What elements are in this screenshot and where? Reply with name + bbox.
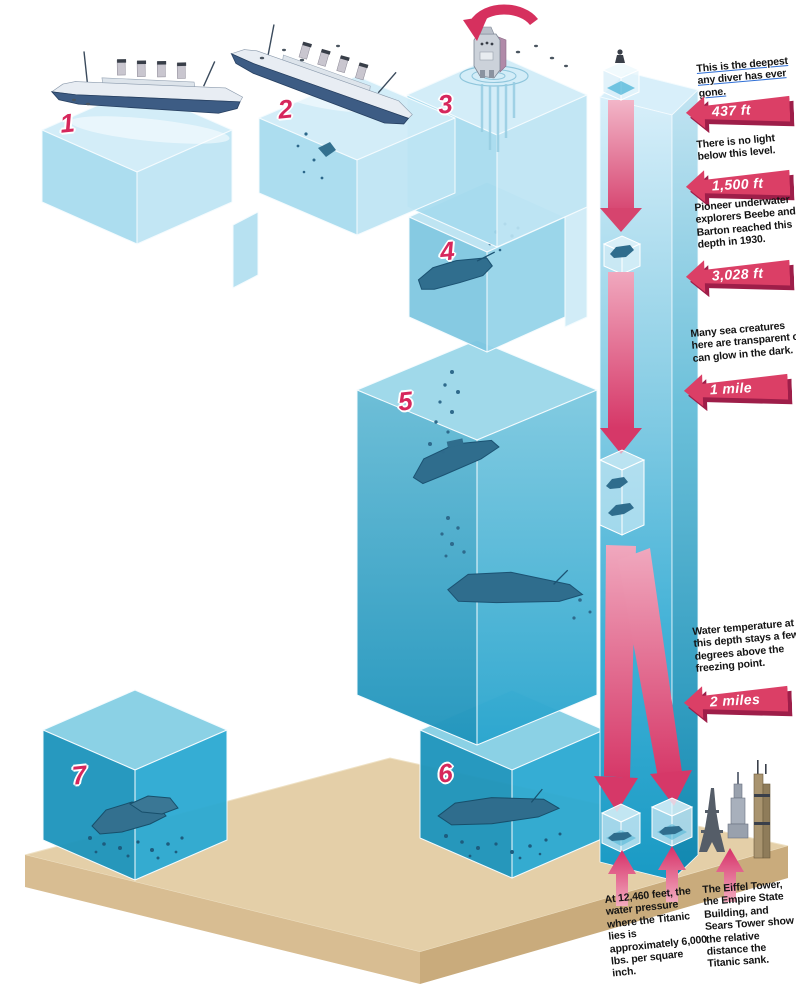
depth-arrow-1mile: 1 mile	[683, 370, 794, 414]
stage-7-cube	[42, 689, 228, 881]
depth-arrow-2miles: 2 miles	[683, 682, 794, 726]
stage-1-number: 1	[58, 107, 76, 139]
diver-depth-cube	[601, 61, 641, 101]
depth-arrow-3028ft: 3,028 ft	[685, 256, 796, 300]
stage-6-cube	[419, 689, 605, 879]
titanic-depth-cube-left	[600, 803, 642, 853]
descent-arrow-2	[600, 272, 642, 454]
stage-7-number: 7	[70, 759, 88, 791]
titanic-depth-cube-right	[650, 797, 694, 847]
sears-tower-icon	[753, 760, 771, 859]
stage-3-number: 3	[436, 88, 454, 120]
bathysphere-icon	[610, 245, 634, 258]
pointer-up-arrows	[608, 846, 744, 906]
stage-1-ship-icon	[50, 41, 248, 144]
depth-label-2miles: 2 miles	[709, 690, 761, 710]
stage-5-number: 5	[396, 385, 414, 417]
wreck-depth-box	[598, 449, 646, 536]
note-towers-comparison: The Eiffel Tower, the Empire State Build…	[702, 878, 795, 971]
stage-3-cube	[406, 54, 588, 248]
stage-3-stern-section-icon	[459, 4, 538, 152]
comparison-towers	[699, 760, 771, 859]
stage-7-wreck-icon	[88, 795, 184, 860]
depth-column	[594, 49, 699, 881]
stage-5-ship-pieces-icon	[412, 370, 592, 620]
stage-2-number: 2	[276, 93, 294, 125]
note-beebe-barton: Pioneer underwater explorers Beebe and B…	[694, 193, 796, 251]
depth-label-437ft: 437 ft	[711, 101, 752, 120]
descent-arrow-1	[600, 100, 642, 232]
eiffel-tower-icon	[699, 788, 725, 852]
empire-state-icon	[727, 772, 749, 839]
rotation-arrow-icon	[463, 4, 538, 41]
stage-6-wreck-icon	[437, 788, 562, 860]
note-water-pressure: At 12,460 feet, the water pressure where…	[604, 884, 708, 980]
note-water-temperature: Water temperature at this depth stays a …	[692, 617, 796, 675]
stage-6-number: 6	[436, 757, 454, 789]
stage-4-number: 4	[438, 235, 456, 267]
stage-2-ship-icon	[227, 7, 427, 180]
descent-arrow-split	[594, 545, 692, 812]
diver-icon	[615, 49, 625, 63]
depth-arrow-437ft: 437 ft	[685, 92, 796, 136]
depth-label-1500ft: 1,500 ft	[711, 174, 764, 194]
depth-label-3028ft: 3,028 ft	[711, 264, 764, 284]
depth-label-1mile: 1 mile	[709, 379, 753, 398]
bathysphere-depth-cube	[602, 235, 642, 275]
stage-5-cube	[356, 339, 598, 746]
